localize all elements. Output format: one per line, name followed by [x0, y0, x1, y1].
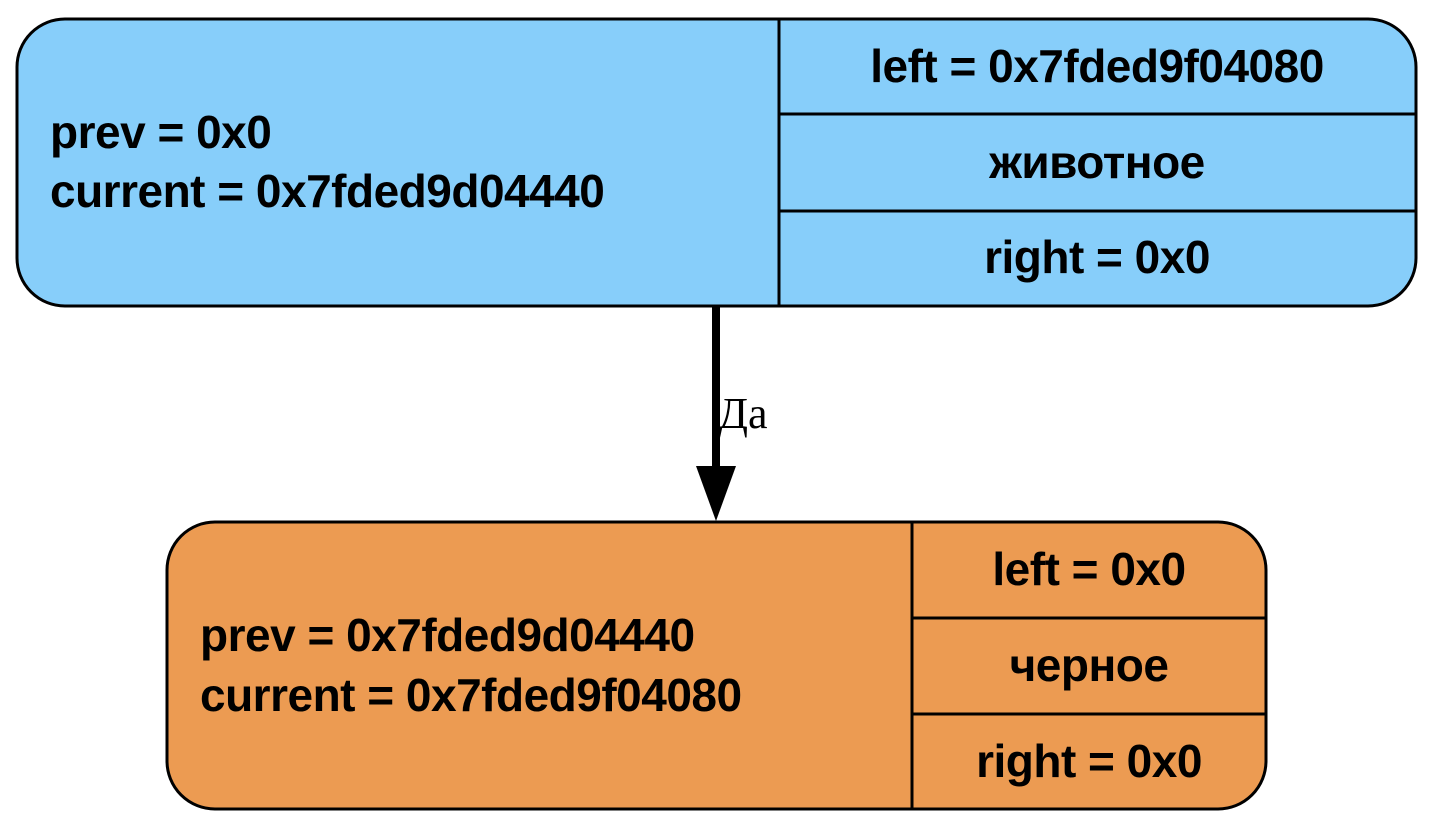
node-current: current = 0x7fded9d04440 — [50, 165, 604, 217]
edge-yes: Да — [696, 306, 768, 521]
node-prev: prev = 0x0 — [50, 106, 271, 158]
node-black: prev = 0x7fded9d04440 current = 0x7fded9… — [165, 520, 1268, 811]
node-current: current = 0x7fded9f04080 — [200, 669, 742, 721]
edge-arrowhead — [696, 466, 736, 521]
node-left: left = 0x7fded9f04080 — [870, 40, 1324, 92]
node-right: right = 0x0 — [976, 735, 1202, 787]
node-box — [15, 17, 1418, 308]
node-value: животное — [988, 136, 1205, 188]
node-value: черное — [1010, 639, 1169, 691]
node-left: left = 0x0 — [992, 543, 1185, 595]
node-box — [165, 520, 1268, 811]
node-prev: prev = 0x7fded9d04440 — [200, 609, 695, 661]
edge-label: Да — [718, 389, 768, 438]
node-animal: prev = 0x0 current = 0x7fded9d04440 left… — [15, 17, 1418, 308]
node-right: right = 0x0 — [984, 231, 1210, 283]
